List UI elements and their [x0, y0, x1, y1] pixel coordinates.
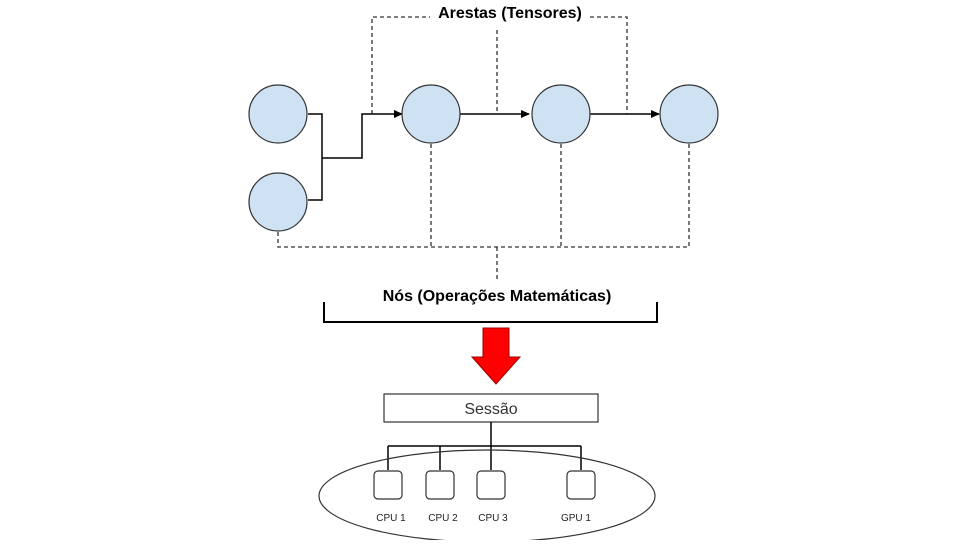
- session-box: [383, 393, 599, 423]
- device-box-cpu-1: [373, 470, 403, 500]
- device-box-cpu-2: [425, 470, 455, 500]
- device-label-cpu-2: CPU 2: [428, 513, 458, 524]
- nodes-label: Nós (Operações Matemáticas): [383, 288, 612, 305]
- device-label-gpu-1: GPU 1: [561, 513, 591, 524]
- nodes-connectors: [277, 144, 690, 280]
- edges-label: Arestas (Tensores): [438, 5, 582, 22]
- input-node-2: [248, 172, 308, 232]
- device-box-gpu-1: [566, 470, 596, 500]
- operation-node-2: [531, 84, 591, 144]
- session-label: Sessão: [464, 401, 517, 418]
- session-device-tree: [387, 422, 582, 470]
- operation-node-1: [401, 84, 461, 144]
- device-label-cpu-1: CPU 1: [376, 513, 406, 524]
- red-down-arrow-icon: [470, 327, 522, 385]
- input-connectors: [308, 110, 403, 201]
- device-box-cpu-3: [476, 470, 506, 500]
- input-node-1: [248, 84, 308, 144]
- edges-bracket: [371, 16, 628, 114]
- operation-node-3: [659, 84, 719, 144]
- device-label-cpu-3: CPU 3: [478, 513, 508, 524]
- nodes-bracket: [323, 302, 658, 323]
